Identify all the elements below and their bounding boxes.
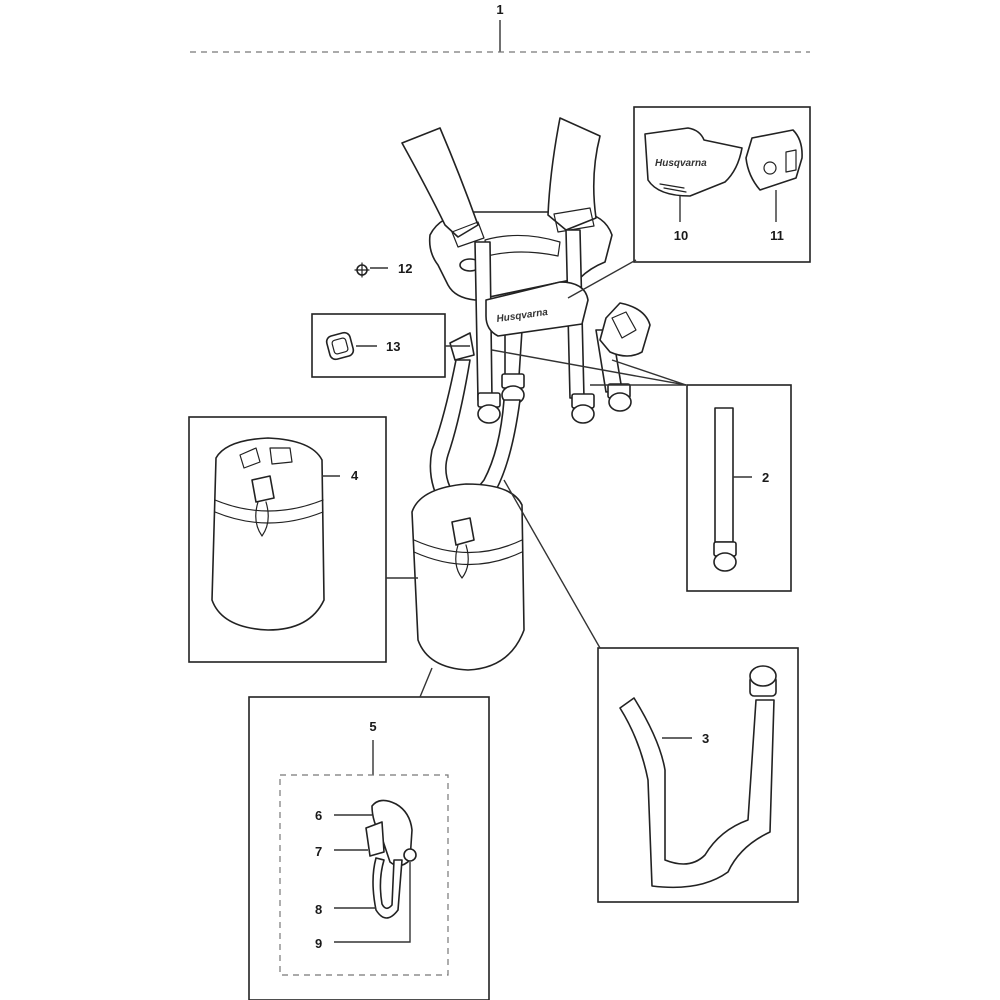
part-label-13: 13 [386, 339, 400, 354]
part-10-11-box: Husqvarna 10 11 [567, 106, 811, 299]
right-pad-buckle [553, 207, 595, 233]
leader-5 [419, 667, 433, 698]
part-label-12: 12 [398, 261, 412, 276]
leader-3 [503, 479, 601, 649]
hip-pad-4 [211, 437, 325, 631]
assembly-header: 1 [190, 2, 810, 53]
left-pad-buckle [451, 221, 485, 248]
side-plate-11 [745, 129, 803, 191]
strap-end-buckles [477, 373, 632, 424]
part-4-box: 4 [188, 416, 418, 663]
hip-clip [599, 302, 651, 357]
clip-latch-7 [365, 821, 385, 857]
snap-hook-8 [372, 857, 403, 919]
part-12-group: 12 [354, 261, 412, 278]
strap-3 [619, 697, 775, 889]
part-13-box: 13 [311, 313, 470, 378]
part-label-3: 3 [702, 731, 709, 746]
part-label-1: 1 [496, 2, 503, 17]
part-label-11: 11 [770, 228, 784, 243]
part-2-box: 2 [491, 349, 792, 592]
strap-2 [714, 407, 734, 543]
part-5-box: 5 6 7 8 9 [248, 667, 490, 1000]
buckle-13 [325, 331, 355, 361]
part-label-10: 10 [674, 228, 688, 243]
part-label-2: 2 [762, 470, 769, 485]
part-label-6: 6 [315, 808, 322, 823]
part-label-5: 5 [369, 719, 376, 734]
right-shoulder-pad [547, 117, 601, 231]
part-label-7: 7 [315, 844, 322, 859]
part-5-inner-dashed-box [279, 774, 449, 976]
part-10-logo: Husqvarna [655, 158, 707, 169]
harness-back-slot [484, 234, 561, 257]
chest-plate-10 [644, 127, 743, 197]
leader-10-11 [567, 259, 637, 299]
part-label-4: 4 [351, 468, 359, 483]
part-label-8: 8 [315, 902, 322, 917]
part-3-box: 3 [503, 479, 799, 903]
left-shoulder-pad [401, 127, 479, 238]
harness-main: Husqvarna [401, 117, 651, 516]
part-label-9: 9 [315, 936, 322, 951]
chest-plate [485, 281, 589, 337]
hip-pad-center [411, 483, 525, 671]
